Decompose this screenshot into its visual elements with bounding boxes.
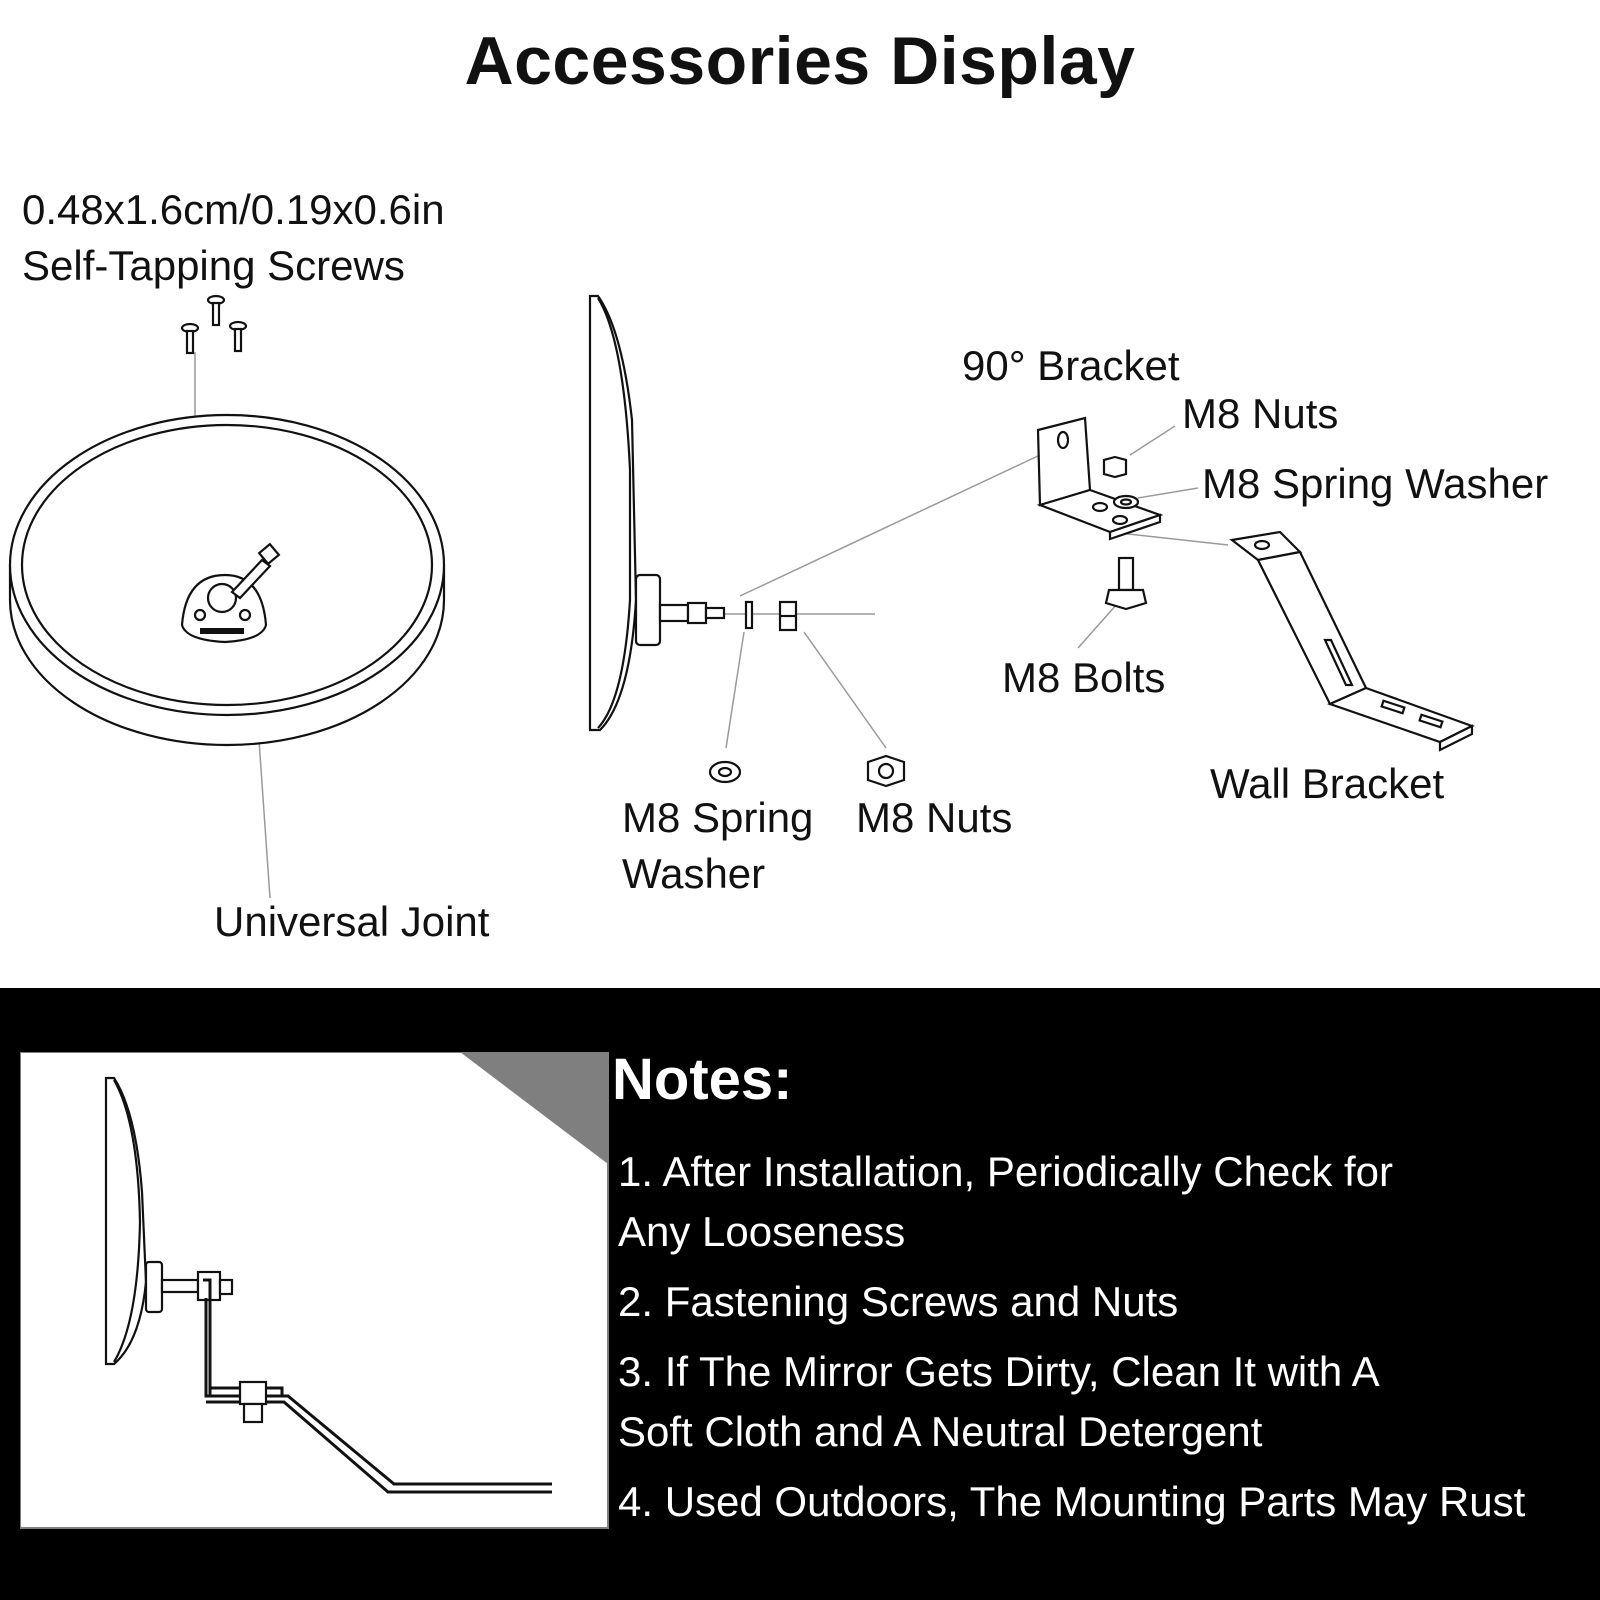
- note-1-line-1: 1. After Installation, Periodically Chec…: [618, 1148, 1394, 1195]
- spring-washer-shape: [744, 600, 754, 630]
- note-1-line-2: Any Looseness: [618, 1208, 906, 1255]
- note-3-line-2: Soft Cloth and A Neutral Detergent: [618, 1408, 1263, 1455]
- screws-size-label: 0.48x1.6cm/0.19x0.6in: [22, 186, 445, 233]
- notes-heading: Notes:: [612, 1047, 793, 1112]
- installed-mirror-assembly: [104, 1076, 552, 1494]
- m8-nuts-top-label: M8 Nuts: [1182, 390, 1339, 437]
- spring-washer-icon: [708, 760, 742, 784]
- hex-nut-icon: [866, 754, 906, 788]
- parts: [8, 294, 1475, 788]
- installed-view-panel: [20, 1052, 609, 1529]
- screws-name-label: Self-Tapping Screws: [22, 242, 405, 289]
- m8-washer-top-icon: [1112, 494, 1140, 510]
- m8-bolts-label: M8 Bolts: [1002, 654, 1166, 701]
- bracket-90-label: 90° Bracket: [962, 342, 1180, 389]
- mirror-front-view: [8, 413, 446, 747]
- panel-corner-shade: [460, 1052, 608, 1164]
- wall-bracket-label: Wall Bracket: [1210, 760, 1445, 807]
- page-title: Accessories Display: [464, 23, 1136, 99]
- accessories-diagram: [8, 294, 1475, 899]
- mirror-side-view: [588, 294, 726, 732]
- m8-bolt-icon: [1104, 556, 1148, 611]
- bracket-90-shape: [1036, 416, 1164, 541]
- note-3-line-1: 3. If The Mirror Gets Dirty, Clean It wi…: [618, 1348, 1380, 1395]
- m8-spring-washer-bottom-label-line1: M8 Spring: [622, 794, 814, 841]
- m8-nuts-bottom-label: M8 Nuts: [856, 794, 1013, 841]
- universal-joint-label: Universal Joint: [214, 898, 490, 945]
- wall-bracket-shape: [1229, 530, 1475, 752]
- note-2-line-1: 2. Fastening Screws and Nuts: [618, 1278, 1179, 1325]
- m8-spring-washer-bottom-label-line2: Washer: [622, 850, 766, 897]
- note-4-line-1: 4. Used Outdoors, The Mounting Parts May…: [618, 1478, 1526, 1525]
- m8-nut-top-icon: [1102, 455, 1128, 479]
- screw-icons: [180, 294, 248, 355]
- m8-spring-washer-top-label: M8 Spring Washer: [1202, 460, 1549, 507]
